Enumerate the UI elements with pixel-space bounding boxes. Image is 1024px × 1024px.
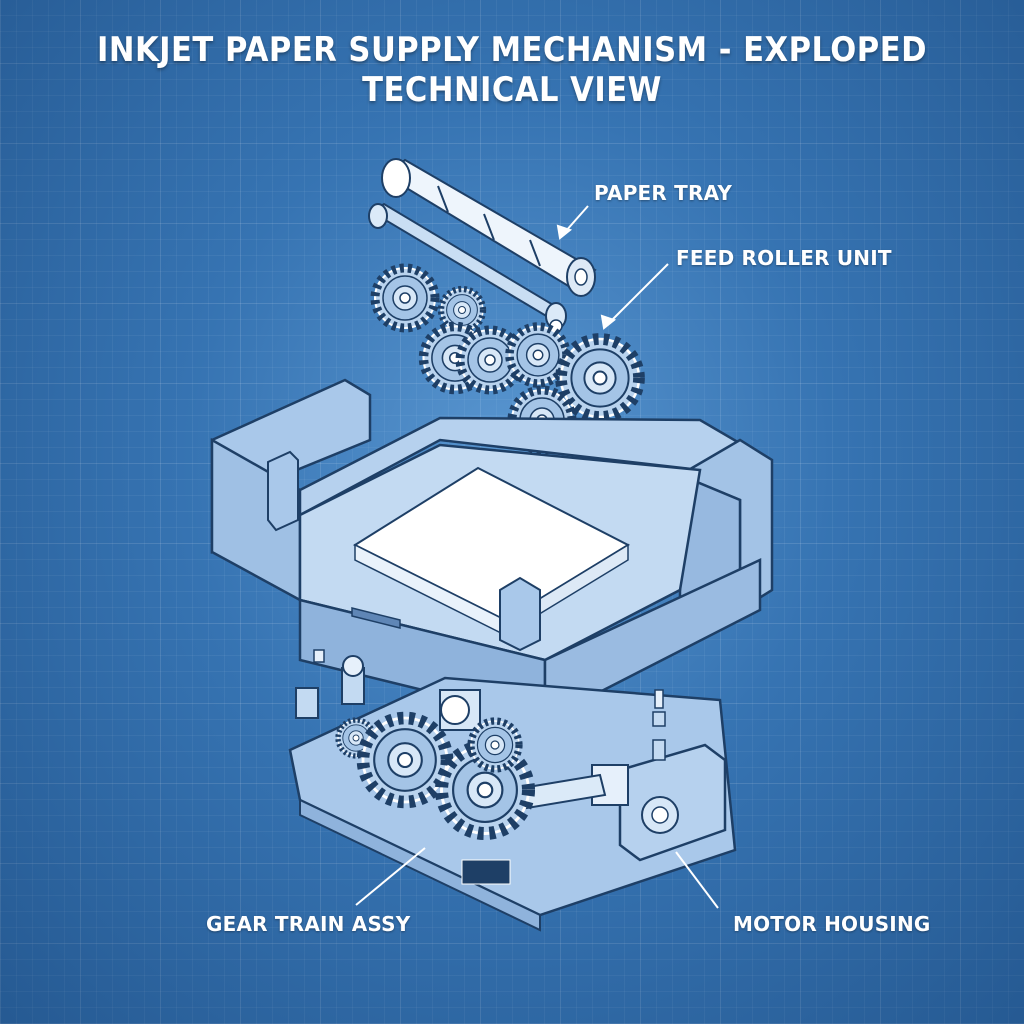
label-feed-roller-unit: FEED ROLLER UNIT xyxy=(676,246,892,270)
feed-roller xyxy=(381,158,597,297)
label-gear-train-assy: GEAR TRAIN ASSY xyxy=(206,912,411,936)
feed-roller-shaft xyxy=(368,202,567,333)
label-paper-tray: PAPER TRAY xyxy=(594,181,733,205)
label-motor-housing: MOTOR HOUSING xyxy=(733,912,931,936)
paper-tray xyxy=(210,378,774,723)
diagram-title: INKJET PAPER SUPPLY MECHANISM - EXPLOPED… xyxy=(96,30,927,110)
leader-lines xyxy=(355,205,719,909)
